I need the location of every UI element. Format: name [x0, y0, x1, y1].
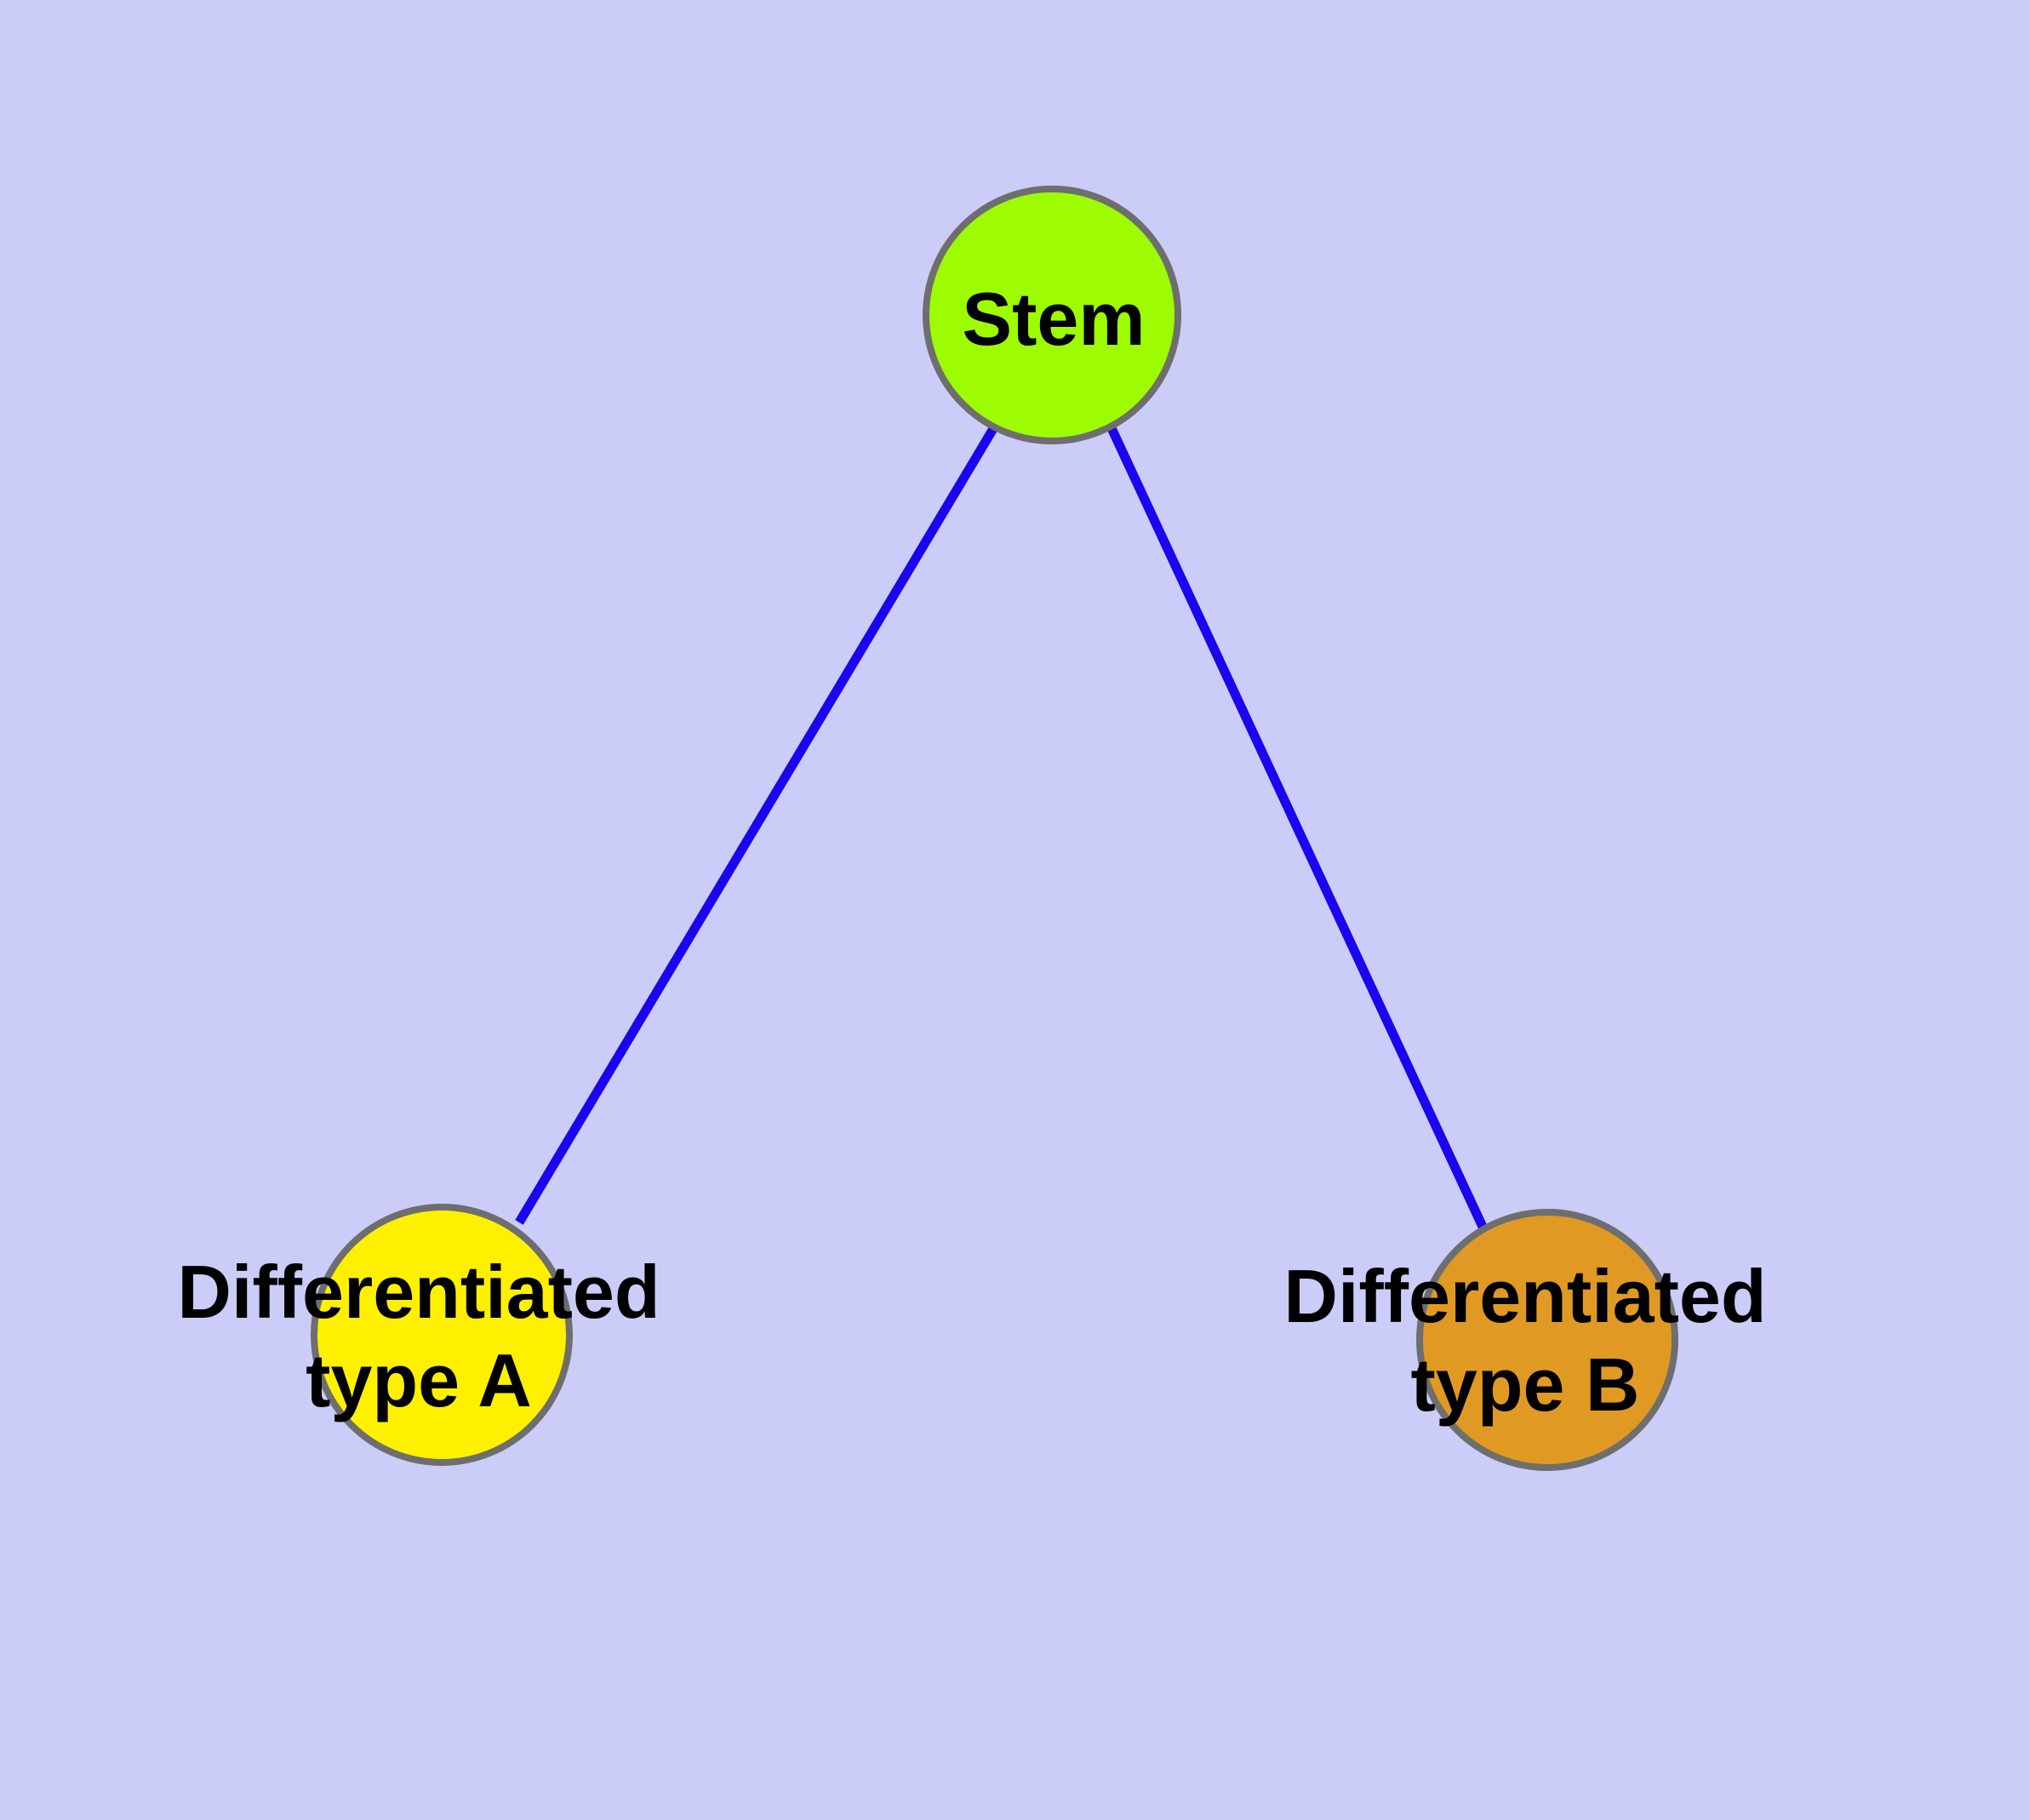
nodes-layer: [311, 186, 1678, 1471]
node-label-line: Stem: [962, 277, 1145, 361]
node-label-line: Differentiated: [1283, 1254, 1766, 1338]
graph-node-stem[interactable]: [923, 186, 1181, 444]
edges-layer: [515, 425, 1487, 1229]
node-label-line: type A: [306, 1338, 532, 1422]
graph-edge-stem-to-diff-a[interactable]: [515, 425, 998, 1225]
node-label-line: type B: [1411, 1342, 1640, 1427]
graph-node-diff_a[interactable]: [311, 1204, 573, 1466]
node-label-line: Differentiated: [177, 1250, 660, 1334]
graph-node-diff_b[interactable]: [1416, 1209, 1678, 1471]
graph-node-label-stem: Stem: [962, 277, 1145, 361]
graph-edge-stem-to-diff-b[interactable]: [1107, 426, 1487, 1229]
